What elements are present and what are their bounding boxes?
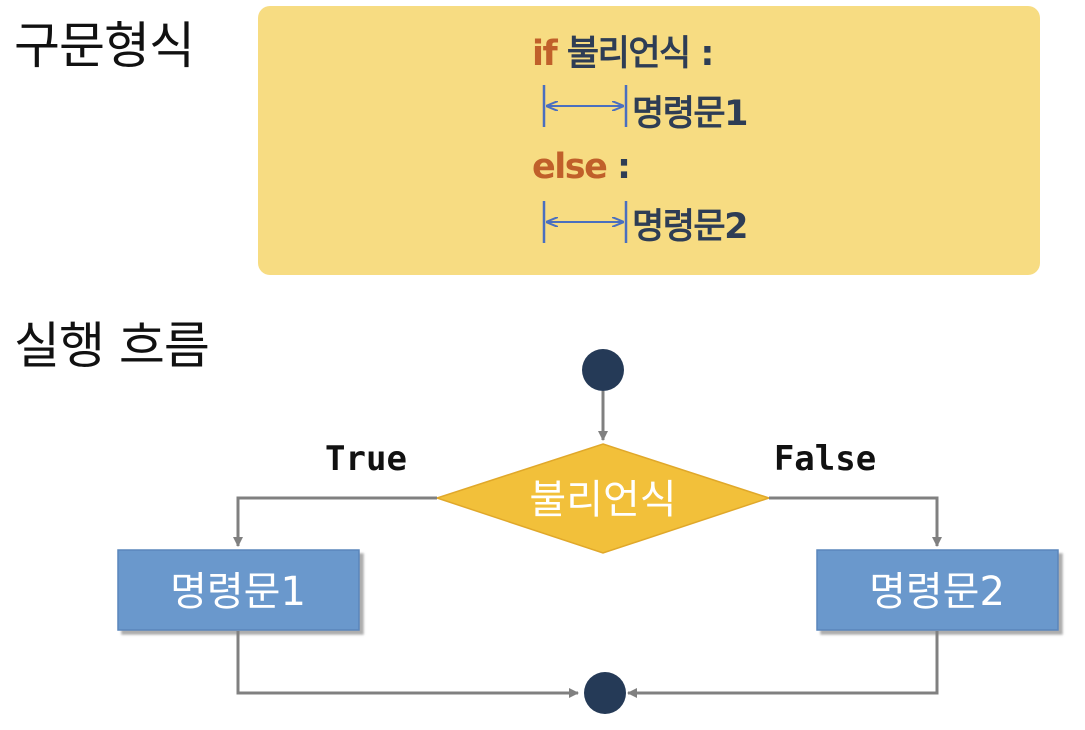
- colon: :: [700, 34, 714, 74]
- indent-marker-1: [542, 85, 628, 127]
- colon: :: [617, 147, 631, 187]
- statement1-text: 명령문1: [632, 94, 748, 134]
- syntax-box: [258, 6, 1040, 275]
- if-keyword: if: [532, 34, 558, 74]
- arrow-false-branch: [769, 496, 942, 547]
- else-line: else :: [532, 147, 631, 187]
- end-node: [584, 672, 626, 714]
- true-label: True: [325, 439, 407, 479]
- condition-diamond: [434, 443, 772, 554]
- statement2-box: [816, 549, 1059, 631]
- start-node: [582, 349, 624, 391]
- condition-label: 불리언식: [529, 477, 676, 523]
- flow-heading: 실행 흐름: [14, 317, 210, 375]
- indent-marker-2: [542, 201, 628, 243]
- statement1-line: 명령문1: [632, 85, 748, 136]
- statement2-label: 명령문2: [869, 569, 1005, 615]
- condition-text: 불리언식: [566, 34, 691, 74]
- else-keyword: else: [532, 147, 608, 187]
- false-label: False: [774, 439, 876, 479]
- statement2-text: 명령문2: [632, 207, 748, 247]
- statement1-label: 명령문1: [170, 569, 306, 615]
- if-line: if 불리언식 :: [532, 25, 714, 76]
- statement1-box: [117, 549, 360, 631]
- arrow-statement1-to-end: [236, 631, 579, 698]
- syntax-heading: 구문형식: [14, 17, 195, 75]
- statement2-line: 명령문2: [632, 198, 748, 249]
- arrow-true-branch: [233, 496, 437, 547]
- arrow-statement2-to-end: [627, 631, 939, 698]
